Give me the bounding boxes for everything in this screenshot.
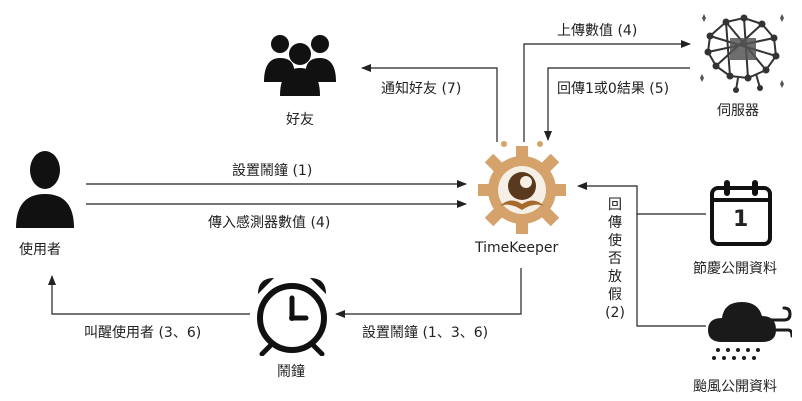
user-icon: [16, 151, 74, 228]
typhoon-data-label: 颱風公開資料: [693, 379, 777, 395]
calendar-day-number: 1: [733, 207, 749, 232]
alarm-clock-icon: [257, 278, 327, 356]
server-label: 伺服器: [717, 103, 759, 119]
timekeeper-label: TimeKeeper: [475, 240, 559, 256]
timekeeper-gear-icon: [478, 141, 566, 234]
edge-return-result: [544, 67, 690, 141]
edge-label-return-holiday: 回傳使否放假(2): [605, 197, 625, 321]
calendar-icon: [710, 180, 772, 246]
edge-set-alarm-136: [335, 268, 522, 318]
edge-label-upload-values: 上傳數值 (4): [557, 23, 638, 39]
edge-label-return-result: 回傳1或0結果 (5): [557, 81, 670, 97]
edge-label-set-alarm-136: 設置鬧鐘 (1、3、6): [362, 325, 489, 341]
server-network-icon: [700, 14, 784, 93]
typhoon-weather-icon: [708, 302, 792, 360]
user-label: 使用者: [19, 242, 61, 258]
edge-typhoon: [636, 214, 706, 327]
edge-label-set-alarm-1: 設置鬧鐘 (1): [232, 163, 313, 179]
edge-wake-user: [48, 275, 250, 315]
edge-holiday: [577, 182, 706, 215]
friends-group-icon: [264, 35, 336, 96]
edge-label-send-sensor: 傳入感測器數值 (4): [208, 215, 331, 231]
holiday-data-label: 節慶公開資料: [693, 261, 777, 277]
edge-upload-values: [523, 40, 691, 142]
edge-label-notify-friends: 通知好友 (7): [381, 81, 462, 97]
friends-label: 好友: [286, 112, 314, 128]
edge-notify-friends: [361, 64, 498, 142]
alarm-clock-label: 鬧鐘: [277, 364, 305, 380]
edge-label-wake-user: 叫醒使用者 (3、6): [84, 325, 202, 341]
